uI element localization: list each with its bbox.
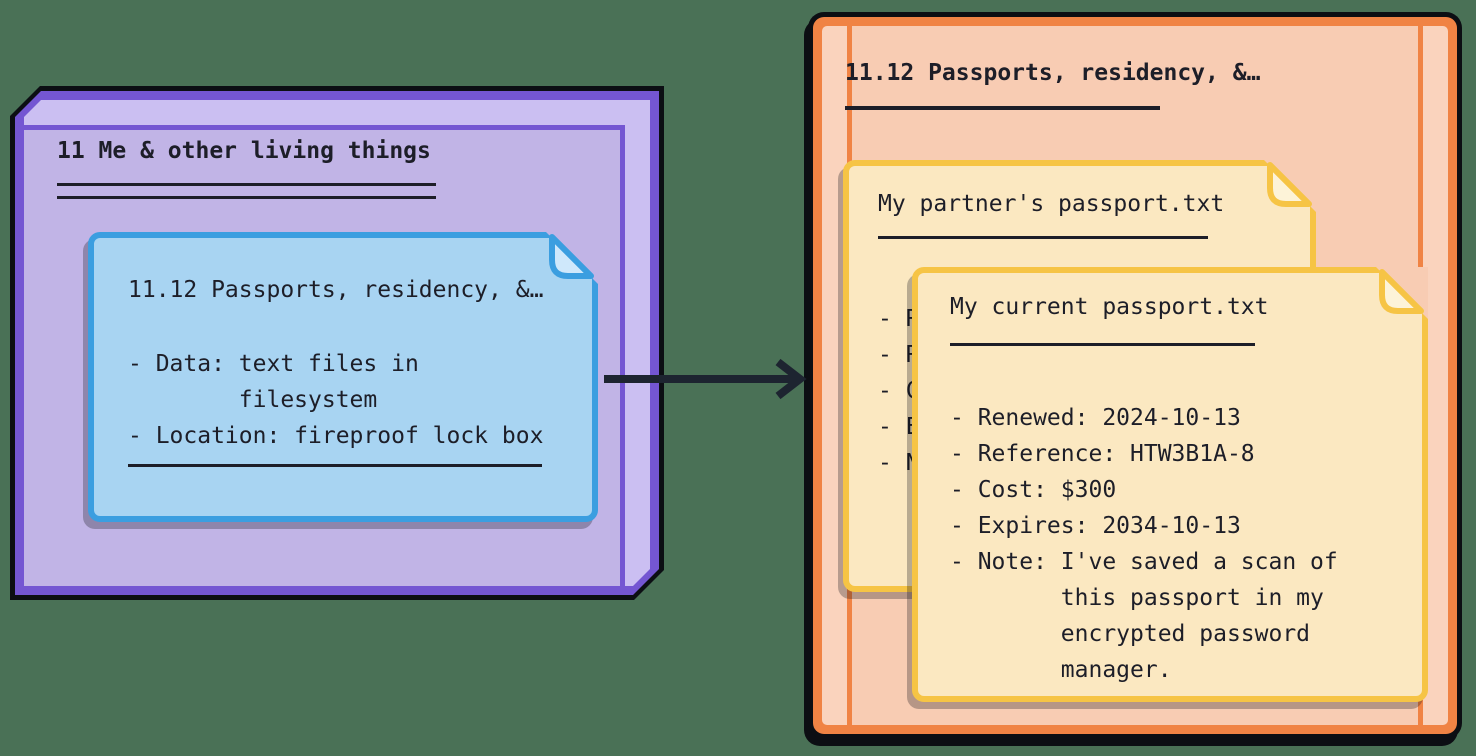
folder-box-11: 11 Me & other living things 11.12 Passpo… — [10, 86, 664, 600]
note-line: - Data: text files in — [128, 351, 419, 377]
folded-corner-icon — [546, 232, 598, 284]
title-underline — [878, 236, 1208, 239]
note-card-current-passport: My current passport.txt - Renewed: 2024-… — [912, 267, 1428, 702]
folder-title: 11.12 Passports, residency, &… — [845, 60, 1261, 86]
note-card-passports-index: 11.12 Passports, residency, &… - Data: t… — [88, 232, 598, 522]
note-line: manager. — [950, 657, 1172, 683]
flow-arrow-icon — [604, 358, 807, 400]
folder-title: 11 Me & other living things — [57, 138, 431, 164]
folder-box-11-12: 11.12 Passports, residency, &… My partne… — [808, 12, 1462, 739]
note-body: - Data: text files in filesystem - Locat… — [128, 346, 592, 454]
note-line: this passport in my — [950, 585, 1324, 611]
note-title: 11.12 Passports, residency, &… — [128, 277, 544, 303]
title-underline-double — [57, 183, 436, 199]
note-line: - Location: fireproof lock box — [128, 423, 544, 449]
folded-corner-icon — [1376, 267, 1428, 319]
note-line: - Cost: $300 — [950, 477, 1117, 503]
note-line: encrypted password — [950, 621, 1311, 647]
title-underline — [950, 343, 1255, 346]
note-line: - Renewed: 2024-10-13 — [950, 405, 1241, 431]
note-bottom-rule — [128, 464, 542, 467]
note-title: My current passport.txt — [950, 294, 1269, 320]
note-line: - Reference: HTW3B1A-8 — [950, 441, 1255, 467]
note-line: - Expires: 2034-10-13 — [950, 513, 1241, 539]
note-body: - Renewed: 2024-10-13 - Reference: HTW3B… — [950, 400, 1422, 688]
note-line: - Note: I've saved a scan of — [950, 549, 1338, 575]
note-line: filesystem — [128, 387, 378, 413]
note-title: My partner's passport.txt — [878, 191, 1225, 217]
folded-corner-icon — [1264, 160, 1316, 212]
title-underline — [845, 106, 1160, 110]
